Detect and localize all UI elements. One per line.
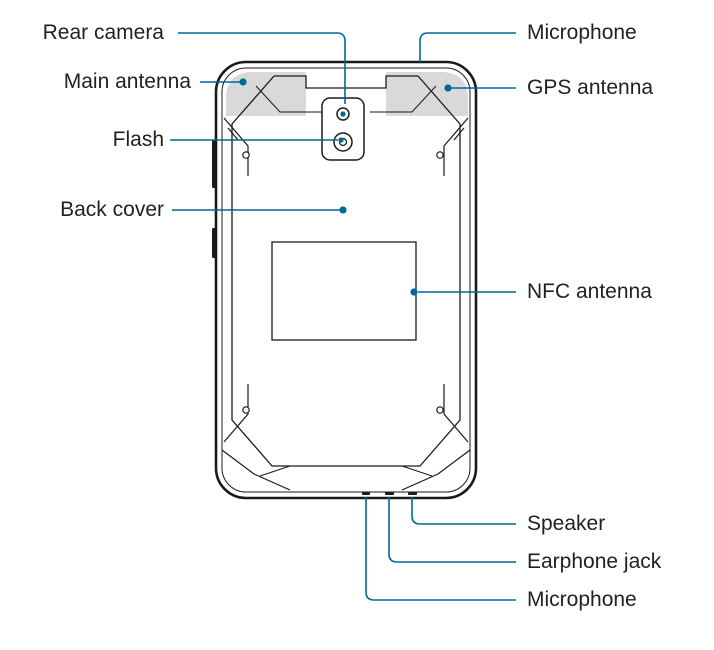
label-earphone-jack: Earphone jack — [527, 550, 662, 573]
bottom-ports — [362, 492, 417, 495]
leader-microphone-top — [419, 32, 516, 62]
label-back-cover: Back cover — [60, 198, 164, 221]
device-body — [214, 60, 478, 500]
back-plate-outline — [231, 75, 461, 467]
label-gps-antenna: GPS antenna — [527, 76, 654, 99]
label-microphone-top: Microphone — [527, 21, 637, 44]
leader-rear-camera — [178, 32, 346, 104]
main-antenna-area — [226, 72, 306, 116]
bottom-groove — [259, 465, 433, 477]
leader-dots — [239, 78, 452, 296]
top-groove — [255, 85, 437, 113]
label-rear-camera: Rear camera — [42, 21, 164, 44]
label-main-antenna: Main antenna — [63, 70, 191, 93]
antenna-areas — [226, 72, 468, 116]
screw-holes — [242, 151, 444, 414]
label-microphone-bottom: Microphone — [527, 588, 637, 611]
leader-speaker — [411, 497, 516, 525]
leader-microphone-bottom — [365, 497, 516, 601]
camera-module — [321, 97, 365, 161]
leader-lines — [170, 32, 516, 601]
label-speaker: Speaker — [527, 512, 606, 535]
leader-earphone-jack — [388, 497, 516, 563]
gps-antenna-area — [386, 72, 468, 116]
label-nfc-antenna: NFC antenna — [527, 280, 652, 303]
label-flash: Flash — [112, 128, 164, 151]
